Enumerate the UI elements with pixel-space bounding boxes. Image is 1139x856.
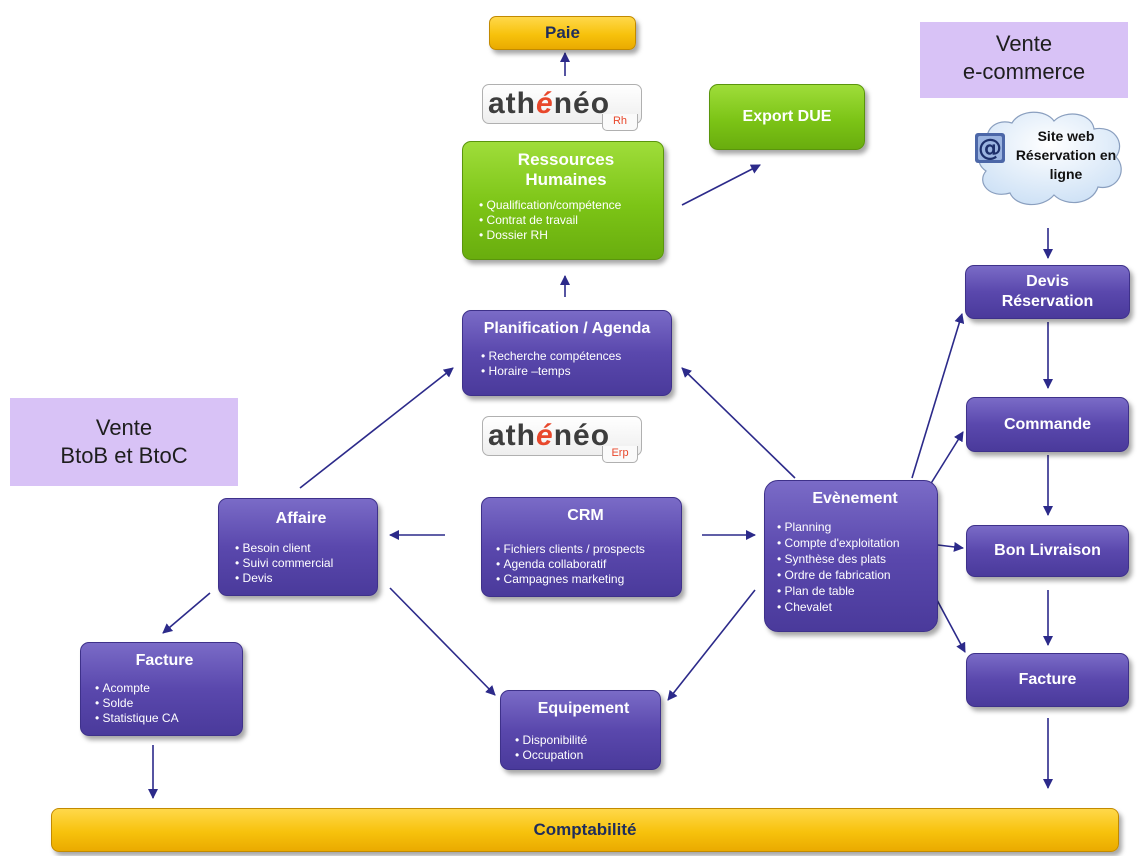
- devis-reservation-box: Devis Réservation: [965, 265, 1130, 319]
- atheneo-erp-logo: athénéo Erp: [482, 416, 642, 466]
- arrow-affaire-to-planif: [299, 367, 454, 489]
- rh-item: Qualification/compétence: [479, 198, 653, 213]
- facture-right-box: Facture: [966, 653, 1129, 707]
- arrow-evenement-to-equipement: [667, 589, 756, 701]
- crm-item: Fichiers clients / prospects: [496, 542, 675, 557]
- crm-box: CRM Fichiers clients / prospects Agenda …: [481, 497, 682, 597]
- arrow-affaire-to-facture: [162, 592, 211, 634]
- equipement-item: Disponibilité: [515, 733, 652, 748]
- logo-rh-tag: Rh: [602, 114, 638, 131]
- evenement-item: Planning: [777, 519, 933, 535]
- comptabilite-bar: Comptabilité: [51, 808, 1119, 852]
- facture-left-item: Statistique CA: [95, 711, 234, 726]
- facture-left-items: Acompte Solde Statistique CA: [95, 681, 234, 726]
- evenement-item: Ordre de fabrication: [777, 567, 933, 583]
- bon-livraison-label: Bon Livraison: [994, 542, 1101, 559]
- logo-erp-tag: Erp: [602, 446, 638, 463]
- planification-agenda-box: Planification / Agenda Recherche compéte…: [462, 310, 672, 396]
- paie-label: Paie: [545, 23, 580, 42]
- rh-item: Dossier RH: [479, 228, 653, 243]
- atheneo-rh-logo: athénéo Rh: [482, 84, 642, 134]
- arrow-evenement-to-devis: [911, 313, 965, 479]
- facture-left-title: Facture: [135, 652, 194, 669]
- arrow-evenement-to-planif: [681, 367, 796, 479]
- affaire-item: Devis: [235, 571, 367, 586]
- reservation-label: Réservation: [1001, 293, 1094, 310]
- rh-title: Ressources Humaines: [517, 150, 615, 189]
- vente-ecommerce-label: Vente e-commerce: [920, 22, 1128, 98]
- paie-box: Paie: [489, 16, 636, 50]
- equipement-items: Disponibilité Occupation: [515, 733, 652, 763]
- equipement-box: Equipement Disponibilité Occupation: [500, 690, 661, 770]
- comptabilite-label: Comptabilité: [533, 820, 637, 839]
- crm-items: Fichiers clients / prospects Agenda coll…: [496, 542, 675, 587]
- evenement-items: Planning Compte d'exploitation Synthèse …: [777, 519, 933, 615]
- arrow-rh-to-export: [681, 164, 761, 206]
- arrow-evenement-to-bonlivraison: [937, 541, 964, 552]
- site-web-text: Site web Réservation en ligne: [1015, 128, 1117, 182]
- export-due-box: Export DUE: [709, 84, 865, 150]
- arrow-evenement-to-facture: [936, 599, 966, 653]
- facture-left-item: Acompte: [95, 681, 234, 696]
- equipement-item: Occupation: [515, 748, 652, 763]
- evenement-item: Plan de table: [777, 583, 933, 599]
- ressources-humaines-box: Ressources Humaines Qualification/compét…: [462, 141, 664, 260]
- affaire-items: Besoin client Suivi commercial Devis: [235, 541, 367, 586]
- export-due-label: Export DUE: [742, 108, 832, 125]
- affaire-item: Suivi commercial: [235, 556, 367, 571]
- facture-left-item: Solde: [95, 696, 234, 711]
- devis-label: Devis: [1026, 273, 1069, 290]
- affaire-item: Besoin client: [235, 541, 367, 556]
- vente-btob-btoc-label: Vente BtoB et BtoC: [10, 398, 238, 486]
- equipement-title: Equipement: [537, 700, 630, 717]
- arrow-evenement-to-commande: [929, 431, 964, 486]
- planification-item: Horaire –temps: [481, 364, 661, 379]
- commande-label: Commande: [1003, 415, 1092, 433]
- affaire-title: Affaire: [275, 510, 327, 527]
- affaire-box: Affaire Besoin client Suivi commercial D…: [218, 498, 378, 596]
- crm-title: CRM: [567, 507, 604, 524]
- facture-left-box: Facture Acompte Solde Statistique CA: [80, 642, 243, 736]
- svg-text:@: @: [978, 134, 1002, 162]
- rh-item: Contrat de travail: [479, 213, 653, 228]
- at-sign-icon: @: [972, 129, 1010, 167]
- crm-item: Campagnes marketing: [496, 572, 675, 587]
- rh-items: Qualification/compétence Contrat de trav…: [479, 198, 653, 243]
- evenement-box: Evènement Planning Compte d'exploitation…: [764, 480, 938, 632]
- evenement-item: Compte d'exploitation: [777, 535, 933, 551]
- commande-box: Commande: [966, 397, 1129, 452]
- facture-right-label: Facture: [1018, 671, 1077, 688]
- planification-item: Recherche compétences: [481, 349, 661, 364]
- planification-items: Recherche compétences Horaire –temps: [481, 349, 661, 379]
- evenement-title: Evènement: [812, 490, 898, 507]
- crm-item: Agenda collaboratif: [496, 557, 675, 572]
- evenement-item: Synthèse des plats: [777, 551, 933, 567]
- planification-title: Planification / Agenda: [483, 320, 651, 337]
- arrow-affaire-to-equipement: [389, 587, 496, 696]
- bon-livraison-box: Bon Livraison: [966, 525, 1129, 577]
- evenement-item: Chevalet: [777, 599, 933, 615]
- site-web-cloud: @ Site web Réservation en ligne: [970, 107, 1130, 215]
